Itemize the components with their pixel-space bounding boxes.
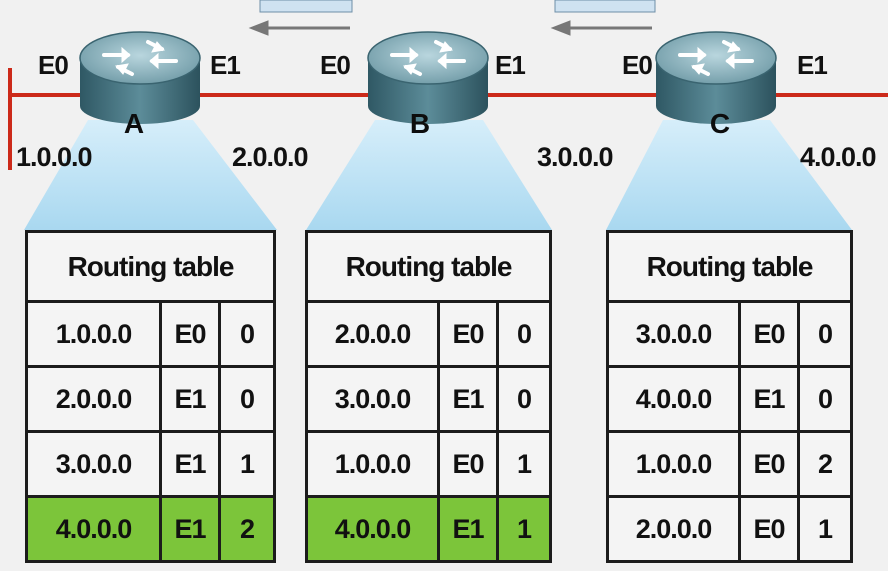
- router-b-left-port: E0: [320, 50, 351, 80]
- router-c-right-port: E1: [797, 50, 828, 80]
- network-label-3: 3.0.0.0: [537, 142, 614, 172]
- hops-cell: 1: [496, 495, 552, 563]
- router-c-name: C: [709, 108, 731, 139]
- interface-cell: E0: [738, 495, 800, 563]
- table-row: 1.0.0.0 E0 1: [305, 430, 552, 498]
- update-packet-ab: [259, 0, 353, 13]
- network-cell: 1.0.0.0: [606, 430, 741, 498]
- interface-cell: E1: [437, 365, 499, 433]
- network-cell: 2.0.0.0: [25, 365, 162, 433]
- table-title: Routing table: [606, 230, 853, 303]
- network-label-4: 4.0.0.0: [800, 142, 877, 172]
- router-c-left-port: E0: [622, 50, 653, 80]
- router-a-name: A: [123, 108, 145, 139]
- network-cell: 2.0.0.0: [305, 300, 440, 368]
- hops-cell: 0: [797, 300, 853, 368]
- interface-cell: E0: [738, 300, 800, 368]
- interface-cell: E1: [159, 365, 221, 433]
- hops-cell: 2: [797, 430, 853, 498]
- table-row: 2.0.0.0 E1 0: [25, 365, 276, 433]
- router-b-name: B: [409, 108, 431, 139]
- network-cell: 4.0.0.0: [305, 495, 440, 563]
- update-arrow-bc: [550, 20, 652, 36]
- table-row: 4.0.0.0 E1 0: [606, 365, 853, 433]
- table-row-highlighted: 4.0.0.0 E1 2: [25, 495, 276, 563]
- network-label-2: 2.0.0.0: [232, 142, 309, 172]
- network-cell: 3.0.0.0: [606, 300, 741, 368]
- router-b-right-port: E1: [495, 50, 526, 80]
- hops-cell: 0: [218, 300, 276, 368]
- network-cell: 1.0.0.0: [25, 300, 162, 368]
- hops-cell: 1: [496, 430, 552, 498]
- network-cell: 4.0.0.0: [606, 365, 741, 433]
- hops-cell: 2: [218, 495, 276, 563]
- table-row-highlighted: 4.0.0.0 E1 1: [305, 495, 552, 563]
- beam-a: [24, 120, 277, 230]
- hops-cell: 1: [218, 430, 276, 498]
- router-a-left-port: E0: [38, 50, 69, 80]
- table-row: 3.0.0.0 E1 0: [305, 365, 552, 433]
- table-title: Routing table: [305, 230, 552, 303]
- hops-cell: 0: [496, 300, 552, 368]
- table-row: 2.0.0.0 E0 0: [305, 300, 552, 368]
- hops-cell: 0: [496, 365, 552, 433]
- router-a-right-port: E1: [210, 50, 241, 80]
- interface-cell: E0: [437, 300, 499, 368]
- interface-cell: E1: [437, 495, 499, 563]
- table-row: 1.0.0.0 E0 2: [606, 430, 853, 498]
- table-row: 3.0.0.0 E1 1: [25, 430, 276, 498]
- network-cell: 2.0.0.0: [606, 495, 741, 563]
- hops-cell: 0: [218, 365, 276, 433]
- update-packet-bc: [554, 0, 656, 13]
- table-row: 3.0.0.0 E0 0: [606, 300, 853, 368]
- network-cell: 4.0.0.0: [25, 495, 162, 563]
- interface-cell: E0: [437, 430, 499, 498]
- beam-c: [606, 120, 852, 230]
- hops-cell: 0: [797, 365, 853, 433]
- network-cell: 1.0.0.0: [305, 430, 440, 498]
- network-cell: 3.0.0.0: [305, 365, 440, 433]
- network-label-1: 1.0.0.0: [16, 142, 93, 172]
- table-title: Routing table: [25, 230, 276, 303]
- update-arrow-ab: [248, 20, 350, 36]
- network-cell: 3.0.0.0: [25, 430, 162, 498]
- interface-cell: E1: [159, 430, 221, 498]
- beam-b: [306, 120, 552, 230]
- table-row: 1.0.0.0 E0 0: [25, 300, 276, 368]
- interface-cell: E1: [738, 365, 800, 433]
- hops-cell: 1: [797, 495, 853, 563]
- table-row: 2.0.0.0 E0 1: [606, 495, 853, 563]
- routing-table-c: Routing table 3.0.0.0 E0 0 4.0.0.0 E1 0 …: [606, 230, 853, 563]
- routing-table-a: Routing table 1.0.0.0 E0 0 2.0.0.0 E1 0 …: [25, 230, 276, 563]
- routing-table-b: Routing table 2.0.0.0 E0 0 3.0.0.0 E1 0 …: [305, 230, 552, 563]
- interface-cell: E1: [159, 495, 221, 563]
- interface-cell: E0: [738, 430, 800, 498]
- interface-cell: E0: [159, 300, 221, 368]
